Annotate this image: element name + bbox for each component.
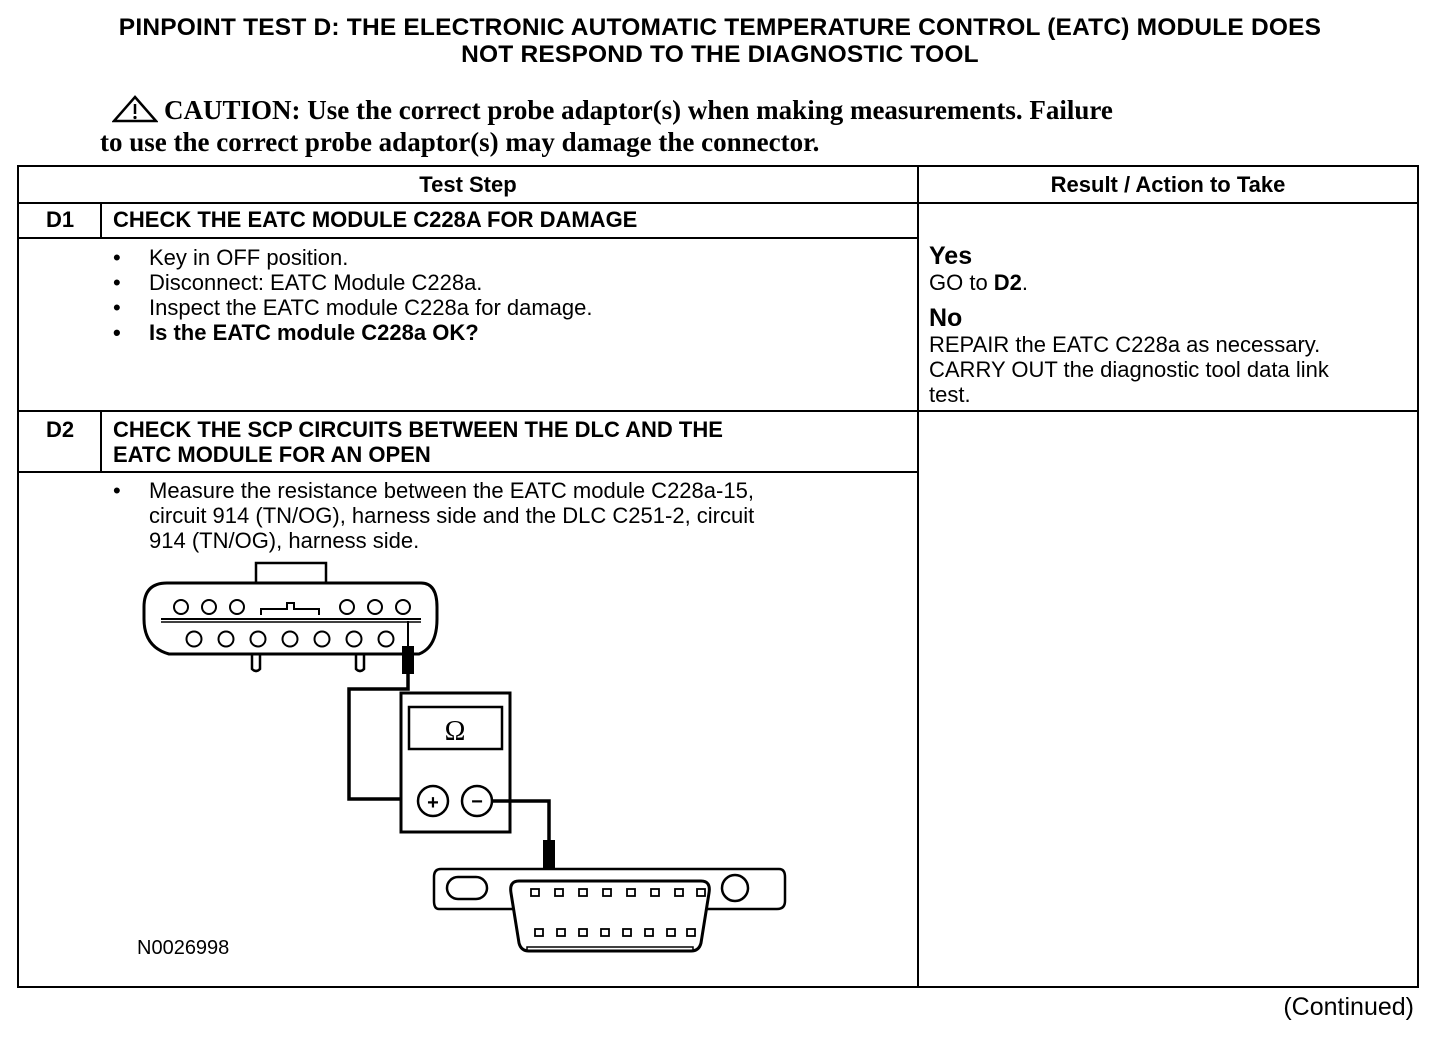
list-item: Measure the resistance between the EATC … bbox=[113, 478, 903, 553]
header-divider bbox=[19, 202, 1417, 204]
d1-id-divider bbox=[100, 202, 102, 237]
d1-instructions: Key in OFF position. Disconnect: EATC Mo… bbox=[113, 245, 903, 345]
title-line-1: PINPOINT TEST D: THE ELECTRONIC AUTOMATI… bbox=[118, 14, 1322, 41]
caution-text-1: CAUTION: Use the correct probe adaptor(s… bbox=[164, 95, 1113, 125]
list-item: Inspect the EATC module C228a for damage… bbox=[113, 295, 903, 320]
result-no-line-1: REPAIR the EATC C228a as necessary. bbox=[929, 332, 1321, 357]
d2-bullet-line-1: Measure the resistance between the EATC … bbox=[149, 478, 754, 503]
figure-id: N0026998 bbox=[137, 937, 230, 959]
result-yes-label: Yes bbox=[929, 242, 973, 270]
d2-title-divider bbox=[19, 471, 917, 473]
d2-id-divider bbox=[100, 410, 102, 471]
list-item: Is the EATC module C228a OK? bbox=[113, 320, 903, 345]
pinpoint-test-table: Test Step Result / Action to Take D1 CHE… bbox=[17, 165, 1419, 988]
result-no-label: No bbox=[929, 304, 963, 332]
dlc-connector-c251 bbox=[432, 867, 787, 953]
caution-line-1: CAUTION: Use the correct probe adaptor(s… bbox=[100, 94, 1320, 126]
step-title-d2-line-2: EATC MODULE FOR AN OPEN bbox=[113, 442, 431, 467]
result-yes-action: GO to D2. bbox=[929, 270, 1409, 295]
dlc-pins bbox=[530, 888, 706, 937]
step-title-d2-line-1: CHECK THE SCP CIRCUITS BETWEEN THE DLC A… bbox=[113, 417, 723, 442]
page-title: PINPOINT TEST D: THE ELECTRONIC AUTOMATI… bbox=[20, 14, 1420, 68]
caution-note: CAUTION: Use the correct probe adaptor(s… bbox=[100, 94, 1320, 158]
title-line-2: NOT RESPOND TO THE DIAGNOSTIC TOOL bbox=[461, 41, 979, 68]
resistance-measurement-diagram: Ω + − bbox=[142, 561, 787, 953]
result-yes-end: . bbox=[1021, 270, 1029, 295]
step-id-d2: D2 bbox=[45, 417, 75, 442]
column-divider bbox=[917, 167, 919, 986]
d2-bullet-line-2: circuit 914 (TN/OG), harness side and th… bbox=[149, 503, 755, 528]
goto-link-d2: D2 bbox=[993, 270, 1022, 295]
result-no-line-3: test. bbox=[929, 382, 971, 407]
d2-bullet-line-3: 914 (TN/OG), harness side. bbox=[149, 528, 420, 553]
step-id-d1: D1 bbox=[45, 207, 75, 232]
d2-instructions: Measure the resistance between the EATC … bbox=[113, 478, 903, 553]
step-title-d2: CHECK THE SCP CIRCUITS BETWEEN THE DLC A… bbox=[113, 417, 903, 467]
ohmmeter bbox=[399, 691, 512, 834]
d1-title-divider bbox=[19, 237, 917, 239]
list-item: Key in OFF position. bbox=[113, 245, 903, 270]
continued-label: (Continued) bbox=[1283, 993, 1414, 1021]
result-yes-text: GO to bbox=[929, 270, 994, 295]
step-title-d1: CHECK THE EATC MODULE C228A FOR DAMAGE bbox=[113, 207, 638, 232]
plus-terminal bbox=[416, 784, 450, 818]
minus-label: − bbox=[471, 791, 483, 813]
eatc-connector-c228a bbox=[142, 561, 439, 673]
warning-triangle-icon bbox=[112, 95, 158, 123]
list-item: Disconnect: EATC Module C228a. bbox=[113, 270, 903, 295]
ohm-symbol: Ω bbox=[445, 716, 466, 747]
caution-line-2: to use the correct probe adaptor(s) may … bbox=[100, 127, 820, 157]
d1-results: Yes GO to D2. No REPAIR the EATC C228a a… bbox=[929, 242, 1409, 408]
header-test-step: Test Step bbox=[419, 172, 517, 197]
plus-label: + bbox=[427, 792, 439, 814]
positive-probe bbox=[347, 621, 414, 801]
header-result: Result / Action to Take bbox=[1050, 172, 1286, 197]
result-no-line-2: CARRY OUT the diagnostic tool data link bbox=[929, 357, 1329, 382]
d1-d2-divider bbox=[19, 410, 1417, 412]
